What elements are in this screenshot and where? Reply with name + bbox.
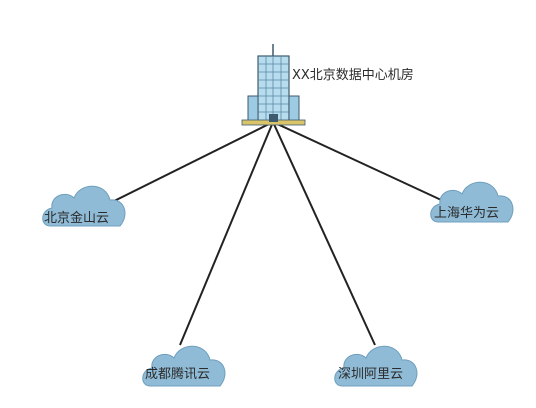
- cloud-label-jinshan: 北京金山云: [44, 210, 109, 226]
- cloud-icon: [42, 185, 126, 227]
- cloud-icon: [334, 345, 418, 387]
- office-building-icon: [241, 44, 306, 126]
- cloud-icon: [430, 181, 514, 223]
- link-datacenter-to-jinshan: [95, 121, 274, 211]
- link-datacenter-to-aliyun: [272, 121, 376, 346]
- cloud-label-aliyun: 深圳阿里云: [338, 367, 403, 382]
- cloud-label-tencent: 成都腾讯云: [145, 366, 210, 382]
- link-datacenter-to-tencent: [179, 121, 274, 346]
- link-lines: [95, 121, 453, 346]
- datacenter-label: XX北京数据中心机房: [292, 67, 414, 83]
- cloud-label-huawei: 上海华为云: [434, 206, 499, 221]
- cloud-icon: [142, 345, 226, 387]
- link-datacenter-to-huawei: [272, 121, 453, 206]
